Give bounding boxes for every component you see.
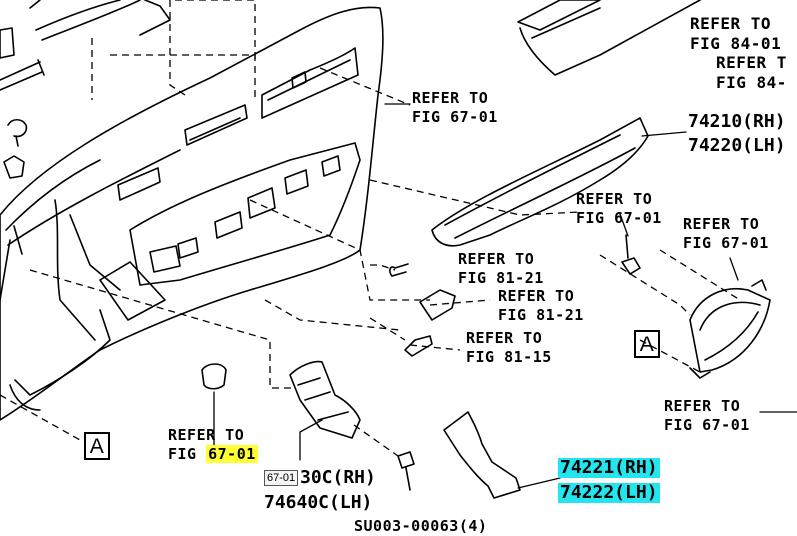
hover-tooltip: 67-01: [264, 470, 299, 486]
bottom-left-fig-label[interactable]: FIG 67-01: [168, 445, 258, 463]
door-trim-panel: [0, 0, 384, 421]
part-number-74222-highlight[interactable]: 74222(LH): [558, 482, 660, 503]
mid-refer-label: REFER TO: [412, 89, 489, 107]
part-number-74630c-suffix[interactable]: 30C(RH): [300, 467, 376, 488]
screws: [389, 234, 641, 491]
right-fig-label-2[interactable]: FIG 67-01: [683, 234, 769, 252]
switch-refer-label-3: REFER TO: [466, 329, 543, 347]
lower-pocket-panel: [443, 411, 521, 499]
top-strip: [517, 0, 701, 76]
switch-fig-label-3[interactable]: FIG 81-15: [466, 348, 552, 366]
top-refer-label-1: REFER TO: [690, 14, 772, 33]
switch-refer-label-1: REFER TO: [458, 250, 535, 268]
top-fig-label-1[interactable]: FIG 84-01: [690, 34, 782, 53]
right-refer-label-1: REFER TO: [576, 190, 653, 208]
clip-parts: [0, 27, 227, 390]
bottom-left-fig-prefix: FIG: [168, 445, 197, 463]
part-number-74640c[interactable]: 74640C(LH): [264, 492, 373, 513]
bottom-left-refer-label: REFER TO: [168, 426, 245, 444]
speaker-grille: [689, 279, 771, 379]
part-number-su003[interactable]: SU003-00063(4): [354, 517, 488, 535]
mid-fig-label[interactable]: FIG 67-01: [412, 108, 498, 126]
top-fig-label-2[interactable]: FIG 84-: [716, 73, 787, 92]
switch-fig-label-2[interactable]: FIG 81-21: [498, 306, 584, 324]
bottom-right-fig-label[interactable]: FIG 67-01: [664, 416, 750, 434]
right-fig-label-1[interactable]: FIG 67-01: [576, 209, 662, 227]
dashed-reference-lines: [0, 0, 741, 457]
switch-brackets: [404, 289, 456, 357]
callout-a-left[interactable]: A: [84, 432, 110, 460]
callout-a-right[interactable]: A: [634, 330, 660, 358]
lower-bracket: [289, 360, 361, 439]
top-refer-label-2: REFER T: [716, 53, 787, 72]
switch-fig-label-1[interactable]: FIG 81-21: [458, 269, 544, 287]
part-number-74210[interactable]: 74210(RH): [688, 111, 786, 132]
right-refer-label-2: REFER TO: [683, 215, 760, 233]
switch-refer-label-2: REFER TO: [498, 287, 575, 305]
part-number-74220[interactable]: 74220(LH): [688, 135, 786, 156]
armrest-trim-strip: [431, 117, 649, 247]
bottom-right-refer-label: REFER TO: [664, 397, 741, 415]
bottom-left-fig-number-highlight[interactable]: 67-01: [206, 445, 258, 463]
part-number-74221-highlight[interactable]: 74221(RH): [558, 457, 660, 478]
